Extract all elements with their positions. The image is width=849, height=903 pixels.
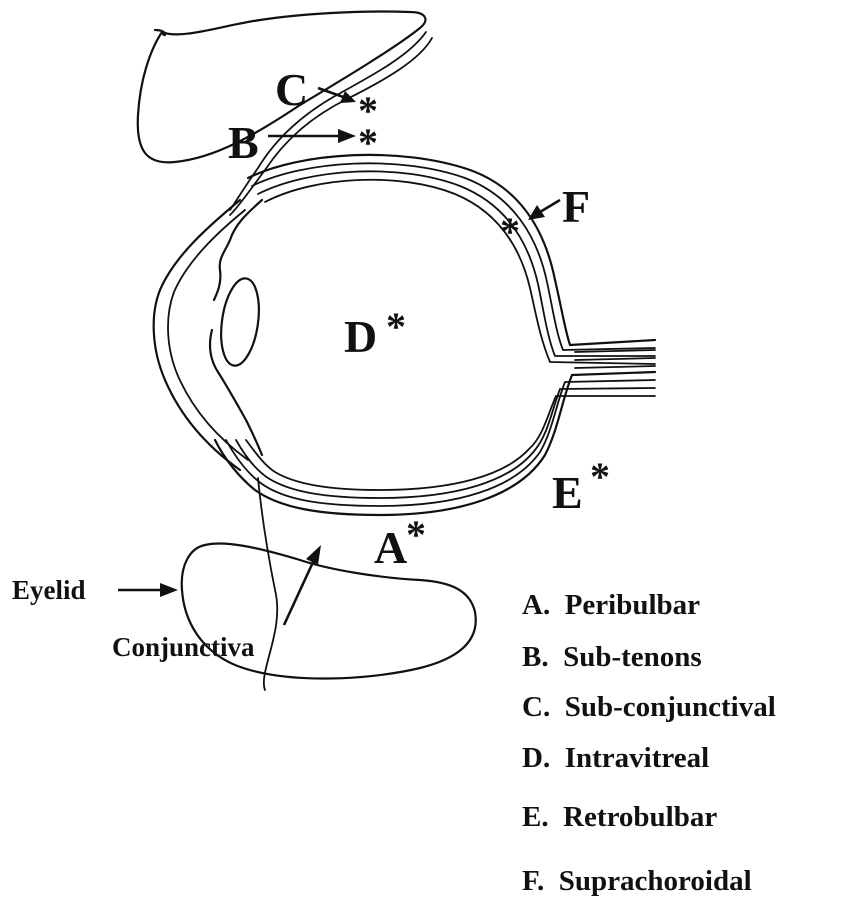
arrow-b-head [338, 129, 356, 143]
legend-item-c: C. Sub-conjunctival [522, 691, 776, 723]
label-e: E [552, 467, 583, 518]
lens [216, 276, 264, 368]
label-c: C [275, 64, 308, 115]
arrow-conjunctiva-shaft [284, 560, 314, 625]
label-b: B [228, 117, 259, 168]
star-e: * [590, 454, 610, 499]
legend-item-d: D. Intravitreal [522, 742, 709, 774]
star-a: * [406, 512, 426, 557]
label-d: D [344, 311, 377, 362]
optic-nerve-line-2 [575, 358, 655, 360]
arrow-f-head [528, 205, 545, 220]
label-f: F [562, 181, 590, 232]
conjunctiva-label: Conjunctiva [112, 632, 255, 662]
legend-item-a: A. Peribulbar [522, 589, 700, 621]
arrow-f-shaft [540, 200, 560, 212]
label-a: A [374, 522, 407, 573]
iris-lower [210, 330, 262, 455]
sclera-outer-3 [258, 171, 655, 356]
legend-item-e: E. Retrobulbar [522, 801, 717, 833]
star-f: * [500, 209, 520, 254]
eyelid-label: Eyelid [12, 575, 86, 605]
conjunctiva-lower [258, 478, 277, 690]
conjunctiva-upper-outer [230, 38, 432, 215]
star-b: * [358, 120, 378, 165]
cornea-inner [168, 210, 248, 460]
arrow-eyelid-head [160, 583, 178, 597]
legend-item-b: B. Sub-tenons [522, 641, 702, 673]
legend: A. Peribulbar B. Sub-tenons C. Sub-conju… [522, 589, 776, 897]
optic-nerve-line-3 [575, 366, 655, 368]
sclera-outer-2 [252, 163, 655, 350]
star-d: * [386, 304, 406, 349]
choroid-line [265, 180, 655, 364]
cornea-outer [154, 200, 240, 470]
legend-item-f: F. Suprachoroidal [522, 865, 752, 897]
